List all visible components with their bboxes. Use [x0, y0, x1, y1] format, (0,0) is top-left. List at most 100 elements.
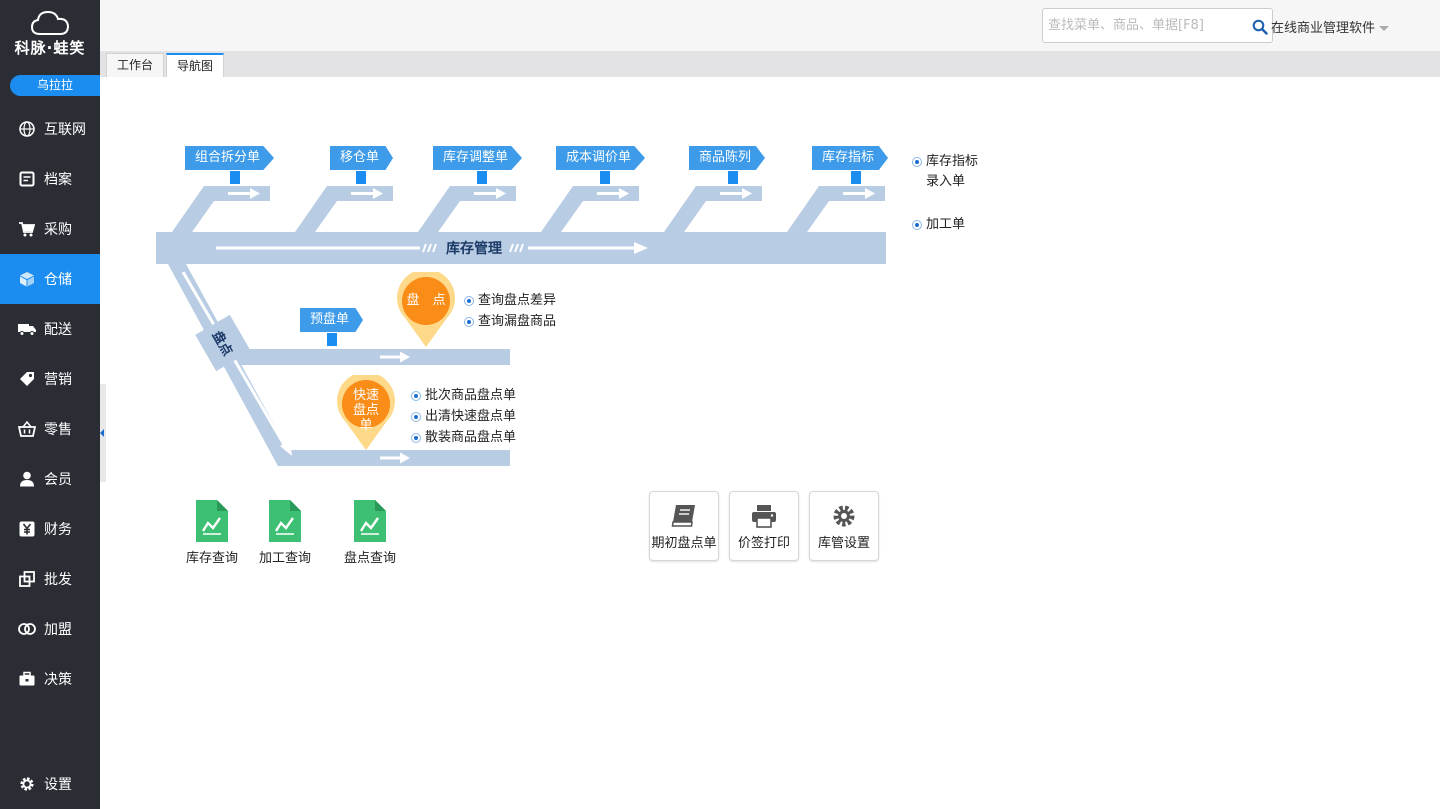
globe-icon — [18, 120, 36, 138]
company-menu[interactable]: 在线商业管理软件 — [1271, 17, 1390, 36]
briefcase-icon — [18, 670, 36, 688]
gear-icon — [18, 775, 36, 793]
link-label: 查询盘点差异 — [478, 293, 557, 308]
sidebar-item-label: 营销 — [44, 372, 72, 388]
main-label-bg — [440, 238, 506, 258]
sidebar-item-settings[interactable]: 设置 — [0, 759, 100, 809]
sidebar-item-label: 互联网 — [44, 122, 86, 138]
tag-icon — [18, 370, 36, 388]
printer-icon — [752, 505, 776, 528]
main-flow-label: 库存管理 — [446, 240, 502, 257]
cart-icon — [18, 220, 36, 238]
sidebar-item-label: 设置 — [44, 777, 72, 793]
sidebar-item-wholesale[interactable]: 批发 — [0, 554, 100, 604]
tab-workbench[interactable]: 工作台 — [106, 53, 165, 77]
tab-bar: 工作台 导航图 — [100, 51, 1440, 77]
sidebar-item-label: 档案 — [44, 172, 72, 188]
report-label: 盘点查询 — [343, 551, 396, 566]
bullet-icon — [464, 296, 474, 306]
branch-bars — [168, 186, 885, 466]
search-icon[interactable] — [1252, 19, 1268, 39]
link-processing-order[interactable]: 加工单 — [912, 215, 965, 235]
price-tag-print-button[interactable]: 价签打印 — [729, 491, 799, 561]
sidebar-item-member[interactable]: 会员 — [0, 454, 100, 504]
warehouse-settings-button[interactable]: 库管设置 — [809, 491, 879, 561]
flag-cost-adjust-order[interactable]: 成本调价单 — [556, 146, 646, 170]
search-input[interactable] — [1043, 9, 1243, 42]
report-processing-query[interactable]: 加工查询 — [250, 499, 320, 566]
tab-navigation-map[interactable]: 导航图 — [166, 53, 225, 77]
sidebar-item-label: 加盟 — [44, 622, 72, 638]
report-stock-query[interactable]: 库存查询 — [177, 499, 247, 566]
sidebar-item-purchase[interactable]: 采购 — [0, 204, 100, 254]
sidebar-item-marketing[interactable]: 营销 — [0, 354, 100, 404]
flag-combo-split-order[interactable]: 组合拆分单 — [185, 146, 275, 170]
sidebar-item-distribution[interactable]: 配送 — [0, 304, 100, 354]
sidebar-item-retail[interactable]: 零售 — [0, 404, 100, 454]
sidebar-item-internet[interactable]: 互联网 — [0, 104, 100, 154]
pin-quick-stocktake[interactable]: 快速盘点单 — [337, 372, 395, 455]
gear-icon — [833, 505, 855, 527]
yen-icon — [18, 520, 36, 538]
flag-post — [600, 171, 610, 184]
user-badge[interactable]: 乌拉拉 — [10, 75, 100, 96]
report-stocktake-query[interactable]: 盘点查询 — [335, 499, 405, 566]
sidebar-item-warehouse[interactable]: 仓储 — [0, 254, 100, 304]
bullet-icon — [411, 412, 421, 422]
tool-label: 期初盘点单 — [651, 536, 717, 551]
basket-icon — [18, 420, 36, 438]
flow-arrows — [181, 188, 875, 464]
flag-post — [851, 171, 861, 184]
search-box — [1042, 8, 1273, 43]
cloud-logo-icon — [30, 10, 70, 35]
sidebar-item-decision[interactable]: 决策 — [0, 654, 100, 704]
flag-stock-indicator[interactable]: 库存指标 — [812, 146, 889, 170]
sidebar-item-label: 会员 — [44, 472, 72, 488]
flag-post — [728, 171, 738, 184]
flag-transfer-order[interactable]: 移仓单 — [330, 146, 394, 170]
tool-label: 库管设置 — [817, 536, 870, 551]
pin-label: 快速盘点单 — [352, 388, 379, 433]
link-bulk-stocktake[interactable]: 散装商品盘点单 — [411, 428, 516, 448]
sidebar-item-franchise[interactable]: 加盟 — [0, 604, 100, 654]
flag-pre-stocktake-order[interactable]: 预盘单 — [300, 308, 364, 332]
sidebar-item-label: 决策 — [44, 672, 72, 688]
top-bar: 在线商业管理软件 — [100, 0, 1440, 51]
truck-icon — [18, 320, 36, 338]
chevron-down-icon — [1379, 26, 1390, 31]
link-query-stocktake-diff[interactable]: 查询盘点差异 — [464, 291, 556, 311]
link-label: 查询漏盘商品 — [478, 314, 557, 329]
dash-marks — [422, 243, 524, 253]
user-icon — [18, 470, 36, 488]
copy-icon — [18, 570, 36, 588]
report-label: 加工查询 — [258, 551, 311, 566]
sidebar-item-finance[interactable]: 财务 — [0, 504, 100, 554]
bullet-icon — [411, 433, 421, 443]
link-label: 库存指标录入单 — [926, 154, 979, 189]
bullet-icon — [912, 157, 922, 167]
sidebar-item-archive[interactable]: 档案 — [0, 154, 100, 204]
link-clearance-stocktake[interactable]: 出清快速盘点单 — [411, 407, 516, 427]
flag-stock-adjust-order[interactable]: 库存调整单 — [433, 146, 523, 170]
link-stock-indicator-entry[interactable]: 库存指标录入单 — [912, 152, 982, 192]
bullet-icon — [464, 317, 474, 327]
sidebar-item-label: 仓储 — [44, 272, 72, 288]
opening-stocktake-button[interactable]: 期初盘点单 — [649, 491, 719, 561]
chart-document-icon — [354, 500, 386, 542]
pin-stocktake[interactable]: 盘 点 — [397, 269, 455, 352]
sidebar-item-label: 零售 — [44, 422, 72, 438]
flag-product-display[interactable]: 商品陈列 — [689, 146, 766, 170]
link-label: 加工单 — [926, 217, 966, 232]
sidebar-collapse-handle[interactable] — [100, 384, 106, 482]
bullet-icon — [912, 220, 922, 230]
sidebar-item-label: 财务 — [44, 522, 72, 538]
sidebar-item-label: 批发 — [44, 572, 72, 588]
tool-label: 价签打印 — [737, 536, 790, 551]
sidebar-item-label: 采购 — [44, 222, 72, 238]
sidebar-item-label: 配送 — [44, 322, 72, 338]
logo: 科脉·蛙笑 — [0, 10, 100, 58]
link-query-missed-items[interactable]: 查询漏盘商品 — [464, 312, 556, 332]
link-batch-stocktake[interactable]: 批次商品盘点单 — [411, 386, 516, 406]
flag-post — [230, 171, 240, 184]
